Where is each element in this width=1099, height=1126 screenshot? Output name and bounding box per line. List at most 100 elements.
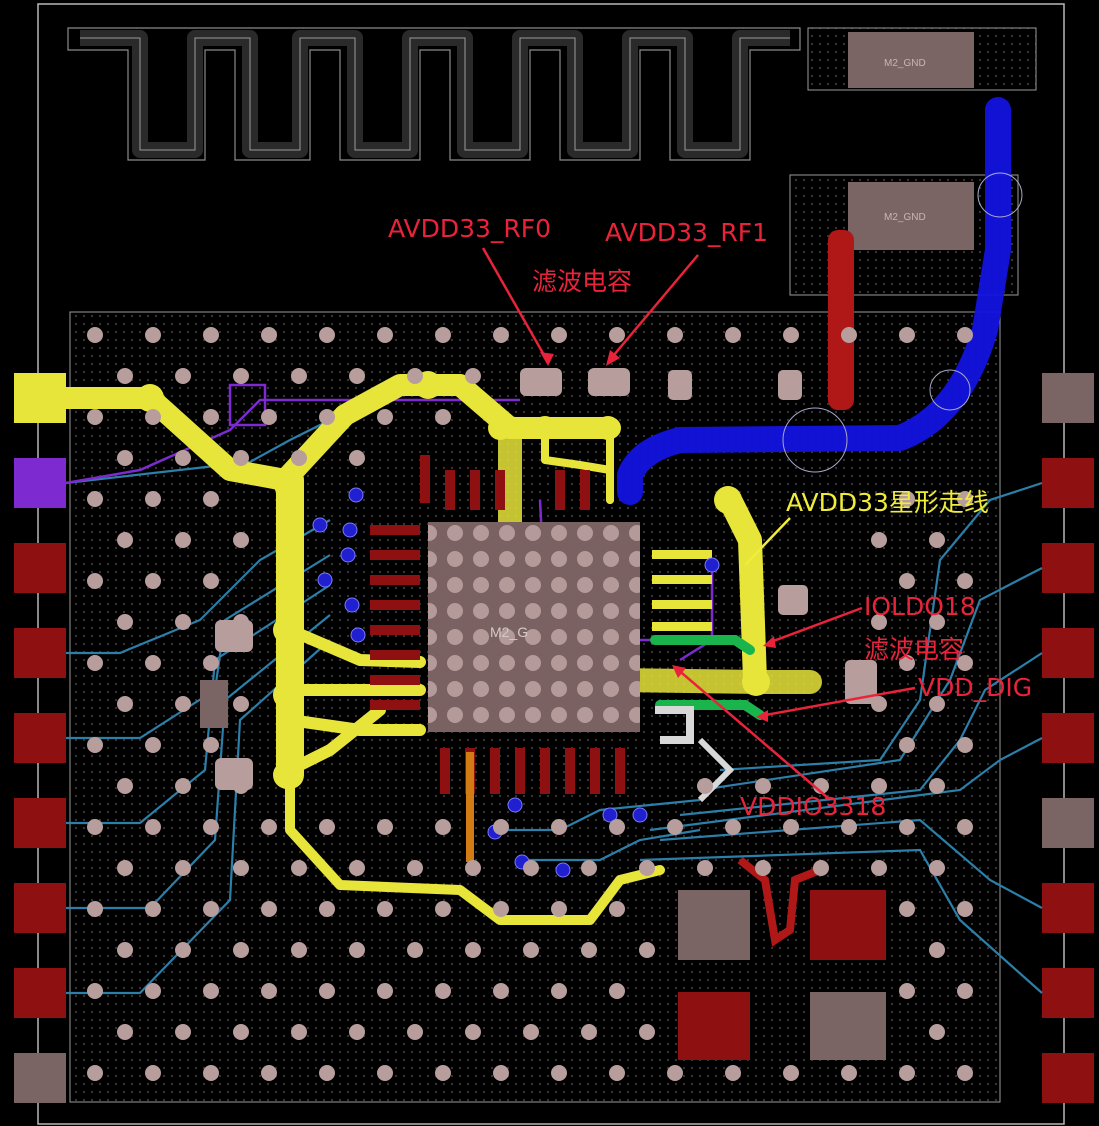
ground-via xyxy=(203,1065,219,1081)
ground-via xyxy=(957,491,973,507)
ground-via xyxy=(203,819,219,835)
ground-via xyxy=(493,901,509,917)
ground-via xyxy=(261,327,277,343)
ground-via xyxy=(435,1065,451,1081)
label-vddio3318: VDDIO3318 xyxy=(740,792,887,821)
ground-via xyxy=(871,614,887,630)
yellow-vias xyxy=(136,371,770,789)
ground-via xyxy=(783,1065,799,1081)
antenna-outline xyxy=(67,27,801,161)
chip-pins-left xyxy=(370,525,420,710)
ground-via xyxy=(261,983,277,999)
ground-via xyxy=(349,368,365,384)
ground-via xyxy=(377,1065,393,1081)
orange-trace xyxy=(466,752,474,862)
ground-via xyxy=(841,819,857,835)
ground-via xyxy=(435,409,451,425)
ground-via xyxy=(233,614,249,630)
ground-via xyxy=(725,1065,741,1081)
ground-via xyxy=(697,778,713,794)
ground-via xyxy=(957,573,973,589)
ground-via xyxy=(609,983,625,999)
ground-via xyxy=(261,901,277,917)
ground-via xyxy=(261,819,277,835)
label-avdd33-star: AVDD33星形走线 xyxy=(786,488,989,517)
ground-via xyxy=(667,1065,683,1081)
ground-via xyxy=(117,860,133,876)
ground-via xyxy=(145,409,161,425)
ground-via xyxy=(175,614,191,630)
ground-via xyxy=(87,573,103,589)
ground-via xyxy=(581,942,597,958)
ground-via xyxy=(871,696,887,712)
ground-via xyxy=(87,901,103,917)
ground-via xyxy=(203,983,219,999)
gnd-pad-top-label: M2_GND xyxy=(884,58,926,69)
ground-via xyxy=(639,860,655,876)
ground-via xyxy=(929,532,945,548)
ground-via xyxy=(319,901,335,917)
ground-via xyxy=(551,1065,567,1081)
ground-via xyxy=(523,1024,539,1040)
ground-via xyxy=(899,573,915,589)
ground-via xyxy=(175,1024,191,1040)
ground-via xyxy=(899,1065,915,1081)
ground-via xyxy=(87,819,103,835)
ground-via xyxy=(377,327,393,343)
ground-via xyxy=(435,983,451,999)
ground-via xyxy=(929,614,945,630)
ground-via xyxy=(117,532,133,548)
ground-via xyxy=(203,573,219,589)
ground-via xyxy=(349,450,365,466)
ground-via xyxy=(233,778,249,794)
ground-via xyxy=(841,327,857,343)
ground-via xyxy=(87,409,103,425)
ground-via xyxy=(145,901,161,917)
ground-via xyxy=(145,573,161,589)
ground-via xyxy=(117,778,133,794)
ground-via xyxy=(175,368,191,384)
ground-via xyxy=(87,491,103,507)
ground-via xyxy=(87,983,103,999)
ground-via xyxy=(465,368,481,384)
ground-via xyxy=(493,983,509,999)
bottom-pad-1 xyxy=(678,890,750,960)
ground-via xyxy=(957,983,973,999)
ground-via xyxy=(349,860,365,876)
chip-label: M2_G xyxy=(490,624,528,640)
ground-via xyxy=(697,860,713,876)
ground-via xyxy=(377,983,393,999)
ground-via xyxy=(407,1024,423,1040)
gnd-pad-top xyxy=(848,32,974,88)
ground-via xyxy=(667,327,683,343)
ground-via xyxy=(175,532,191,548)
ground-via xyxy=(957,1065,973,1081)
ground-via xyxy=(145,737,161,753)
ground-via xyxy=(581,860,597,876)
ground-via xyxy=(493,819,509,835)
ground-via xyxy=(609,819,625,835)
bottom-pad-2 xyxy=(810,890,886,960)
ground-via xyxy=(929,696,945,712)
ground-via xyxy=(261,1065,277,1081)
gnd-pad-mid-label: M2_GND xyxy=(884,212,926,223)
ground-via xyxy=(523,860,539,876)
ground-via xyxy=(899,983,915,999)
label-iolddo18: IOLDO18 xyxy=(864,592,976,621)
ground-via xyxy=(957,819,973,835)
label-avdd33-rf1: AVDD33_RF1 xyxy=(605,218,769,247)
ground-via xyxy=(117,368,133,384)
ground-via xyxy=(377,409,393,425)
ground-via xyxy=(755,778,771,794)
ground-via xyxy=(203,901,219,917)
ground-via xyxy=(175,778,191,794)
rf-feed-trace-red xyxy=(828,230,854,410)
ground-via xyxy=(291,860,307,876)
ground-via xyxy=(899,491,915,507)
label-filter-cap-2: 滤波电容 xyxy=(864,635,965,664)
label-filter-cap-1: 滤波电容 xyxy=(532,267,633,296)
ground-via xyxy=(725,327,741,343)
ground-via xyxy=(291,1024,307,1040)
ground-via xyxy=(117,1024,133,1040)
